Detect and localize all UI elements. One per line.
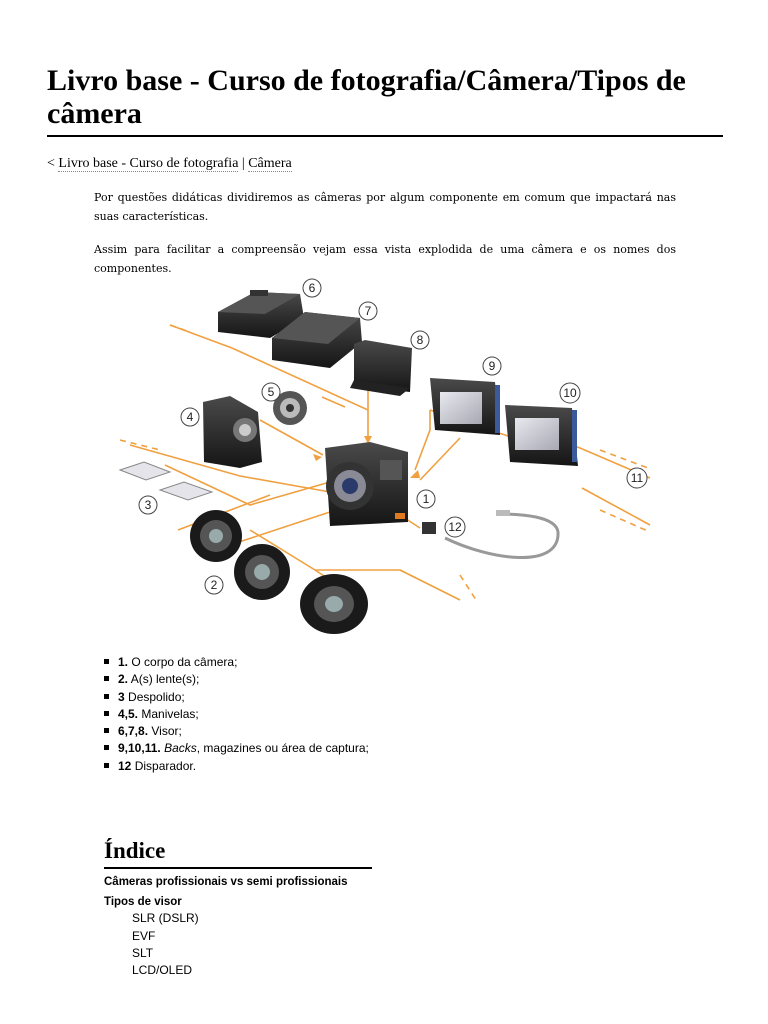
title-divider <box>47 135 723 137</box>
legend-num: 12 <box>118 758 132 773</box>
legend-item: 6,7,8. Visor; <box>104 723 369 740</box>
hand-grip-4 <box>203 396 262 468</box>
callout-4-label: 4 <box>187 410 194 424</box>
prism-finder-6 <box>218 290 304 338</box>
breadcrumb-link-camera[interactable]: Câmera <box>248 156 292 172</box>
winding-crank-5 <box>273 391 307 425</box>
legend-num: 6,7,8. <box>118 724 149 739</box>
callout-5: 5 <box>261 382 281 402</box>
legend-emphasis: Backs <box>164 741 197 756</box>
callout-11-label: 11 <box>631 471 644 485</box>
legend-item: 3 Despolido; <box>104 689 369 706</box>
callout-9: 9 <box>482 356 502 376</box>
callout-8: 8 <box>410 330 430 350</box>
film-back-9 <box>430 378 500 435</box>
breadcrumb: < Livro base - Curso de fotografia | Câm… <box>47 156 292 172</box>
dashed-guide-lines <box>119 324 651 601</box>
toc-item-lcd-oled[interactable]: LCD/OLED <box>132 963 193 977</box>
legend-item: 4,5. Manivelas; <box>104 706 369 723</box>
legend-text: Despolido; <box>124 689 185 704</box>
viewfinder-7 <box>272 312 362 368</box>
legend-text: Manivelas; <box>138 706 199 721</box>
camera-body-1 <box>325 442 408 526</box>
legend-item: 2. A(s) lente(s); <box>104 671 369 688</box>
focusing-screens-3 <box>118 461 214 501</box>
toc-title: Índice <box>104 838 166 863</box>
legend-text: O corpo da câmera; <box>128 655 238 669</box>
toc-section-viewfinder-types[interactable]: Tipos de visor <box>104 896 182 908</box>
callout-11: 11 <box>626 467 648 489</box>
callout-6: 6 <box>302 278 322 298</box>
legend-num: 3 <box>118 689 125 704</box>
legend-num: 4,5. <box>118 706 139 721</box>
callout-7-label: 7 <box>365 304 372 318</box>
toc-item-evf[interactable]: EVF <box>132 929 156 943</box>
callout-7: 7 <box>358 301 378 321</box>
callout-2: 2 <box>204 575 224 595</box>
legend-num: 9,10,11. <box>118 741 161 756</box>
legend-item: 12 Disparador. <box>104 758 369 775</box>
intro-paragraph: Por questões didáticas dividiremos as câ… <box>94 191 676 223</box>
breadcrumb-separator: | <box>241 156 245 171</box>
exploded-view-paragraph: Assim para facilitar a compreensão vejam… <box>94 243 676 275</box>
callout-10: 10 <box>559 382 581 404</box>
lenses-2 <box>190 510 368 634</box>
callout-5-label: 5 <box>268 385 275 399</box>
legend-text: , magazines ou área de captura; <box>196 741 369 756</box>
legend-item: 9,10,11. Backs, magazines ou área de cap… <box>104 740 369 757</box>
breadcrumb-prefix: < <box>47 156 55 171</box>
callout-1: 1 <box>416 489 436 509</box>
callout-12-label: 12 <box>448 520 462 534</box>
legend-num: 2. <box>118 672 129 687</box>
toc-item-slr[interactable]: SLR (DSLR) <box>132 911 199 925</box>
callout-8-label: 8 <box>417 333 424 347</box>
page-title: Livro base - Curso de fotografia/Câmera/… <box>47 64 686 130</box>
legend-text: A(s) lente(s); <box>128 672 200 687</box>
callout-3: 3 <box>138 495 158 515</box>
cable-release-12 <box>422 510 560 559</box>
callout-6-label: 6 <box>309 281 316 295</box>
toc-section-professional-cameras[interactable]: Câmeras profissionais vs semi profission… <box>104 876 348 888</box>
callout-12: 12 <box>444 516 466 538</box>
toc-item-slt[interactable]: SLT <box>132 946 154 960</box>
exploded-camera-diagram: 6 7 8 9 10 5 4 11 1 3 12 2 <box>118 278 651 634</box>
legend-item: 1. O corpo da câmera; <box>104 654 369 671</box>
callout-1-label: 1 <box>423 492 430 506</box>
component-legend: 1. O corpo da câmera; 2. A(s) lente(s); … <box>104 654 369 775</box>
film-back-10 <box>505 405 578 466</box>
callout-10-label: 10 <box>563 386 577 400</box>
callout-3-label: 3 <box>145 498 152 512</box>
legend-text: Visor; <box>148 724 182 739</box>
toc-divider <box>104 867 372 869</box>
callout-9-label: 9 <box>489 359 496 373</box>
callout-4: 4 <box>180 407 200 427</box>
viewfinder-hood-8 <box>350 340 412 396</box>
callout-2-label: 2 <box>211 578 218 592</box>
breadcrumb-link-livro-base[interactable]: Livro base - Curso de fotografia <box>58 156 239 172</box>
legend-text: Disparador. <box>131 758 197 773</box>
legend-num: 1. <box>118 655 129 669</box>
